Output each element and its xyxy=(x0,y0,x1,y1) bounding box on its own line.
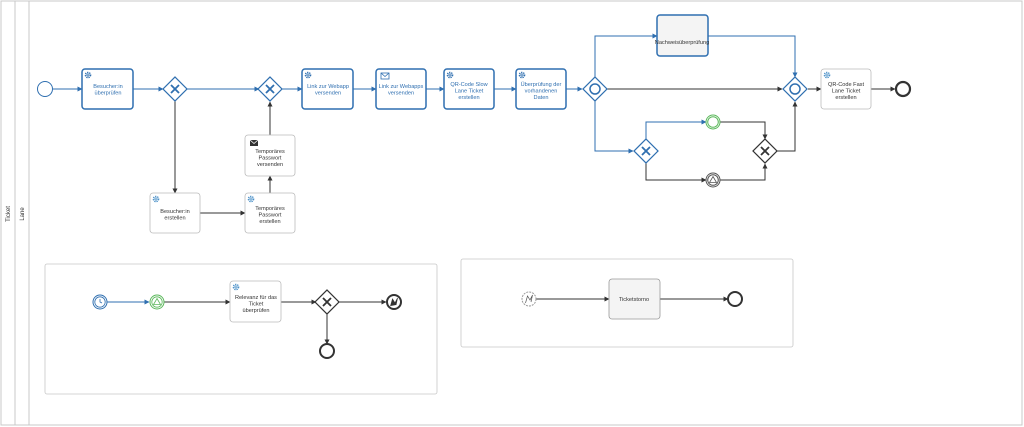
conditional-event-green[interactable] xyxy=(149,294,165,310)
svg-text:Ticketstorno: Ticketstorno xyxy=(619,297,649,303)
timer-start-event[interactable] xyxy=(92,294,108,310)
task-nachweis[interactable]: Nachweisüberprüfung xyxy=(655,14,709,57)
conditional-event[interactable] xyxy=(705,172,721,188)
triangle-icon xyxy=(152,297,162,305)
intermediate-event-green[interactable] xyxy=(705,114,721,130)
event-subprocess-storno: Ticketstorno xyxy=(460,258,794,348)
end-event-3[interactable] xyxy=(727,291,743,307)
clock-icon xyxy=(99,299,103,304)
start-event[interactable] xyxy=(37,81,53,97)
end-event-2[interactable] xyxy=(319,343,335,359)
inclusive-gateway-join[interactable] xyxy=(782,76,808,102)
end-event[interactable] xyxy=(894,80,912,98)
pool-label: Ticket xyxy=(6,206,12,222)
exclusive-gateway-2[interactable] xyxy=(257,76,283,102)
exclusive-gateway-4[interactable] xyxy=(752,138,778,164)
svg-text:Nachweisüberprüfung: Nachweisüberprüfung xyxy=(655,40,709,46)
sequence-flows xyxy=(53,33,896,216)
error-start-event[interactable] xyxy=(521,291,537,307)
exclusive-gateway-5[interactable] xyxy=(314,289,340,315)
envelope-icon xyxy=(249,139,259,146)
error-end-event[interactable] xyxy=(386,294,402,310)
lightning-icon xyxy=(525,294,533,304)
inclusive-gateway-split[interactable] xyxy=(582,76,608,102)
lightning-icon xyxy=(390,297,398,307)
triangle-icon xyxy=(708,175,718,183)
lane-label: Lane xyxy=(20,207,26,221)
exclusive-gateway-1[interactable] xyxy=(162,76,188,102)
task-ticketstorno[interactable]: Ticketstorno xyxy=(608,278,661,320)
exclusive-gateway-3[interactable] xyxy=(633,138,659,164)
envelope-icon xyxy=(380,72,390,80)
